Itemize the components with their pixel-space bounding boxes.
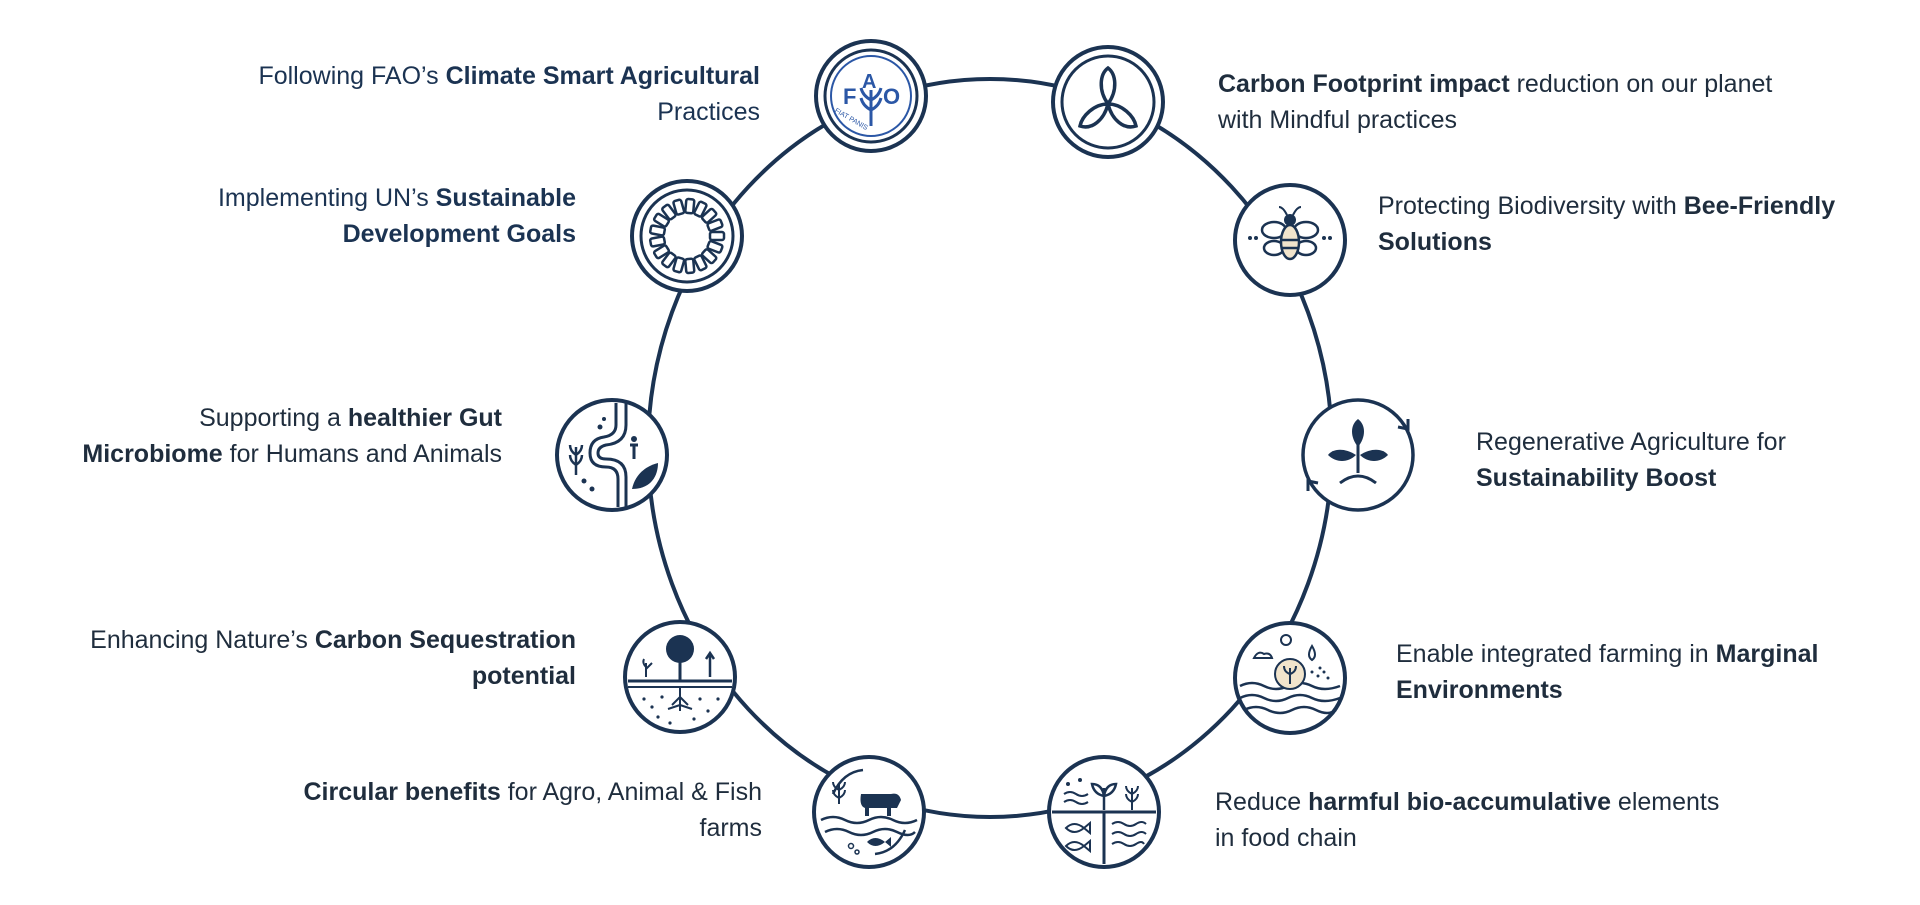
carbon-footprint-node [1050,44,1166,160]
sdg-segment [693,200,708,218]
trefoil-leaf-icon [1051,45,1165,159]
sdg-segment [652,212,671,228]
fao-node: F A O FIAT PANIS [813,38,929,154]
label-fao: Following FAO’s Climate Smart Agricultur… [258,62,760,126]
bioaccumulative-node [1046,754,1162,870]
label-bioaccumulative: Reduce harmful bio-accumulative elements… [1215,788,1720,852]
label-sequestration: Enhancing Nature’s Carbon Sequestration … [90,626,576,690]
marginal-land-icon [1233,621,1347,735]
sdg-segment [706,218,724,233]
sdg-segment [700,248,718,265]
bee-node [1232,182,1348,298]
svg-text:F: F [843,84,856,109]
sdg-segment [684,197,696,215]
label-gut: Supporting a healthier Gut Microbiome fo… [82,404,502,468]
sequestration-node [622,619,738,735]
sdg-segment [648,224,667,237]
gut-microbiome-icon [555,398,669,512]
marginal-node [1232,620,1348,736]
sdg-segment [661,203,677,221]
regenerative-node [1300,397,1416,513]
svg-text:O: O [883,84,900,109]
sdg-segment [706,239,724,254]
sdg-segment [672,256,686,274]
sdg-segment [652,244,671,260]
sdg-segment [708,230,726,242]
sdg-segment [693,254,708,272]
sdg-segment [661,251,677,269]
cow-fish-cycle-icon [812,755,926,869]
sdg-wheel-icon [630,179,744,293]
sdg-segment [700,207,718,224]
sdg-segment [672,198,686,216]
svg-text:A: A [862,71,876,93]
label-regenerative: Regenerative Agriculture for Sustainabil… [1476,428,1786,492]
circular-node [811,754,927,870]
sdg-segment [648,235,667,248]
label-marginal: Enable integrated farming in Marginal En… [1396,640,1819,704]
label-sdg: Implementing UN’s Sustainable Developmen… [217,184,576,248]
fao-logo-icon: F A O FIAT PANIS [814,39,928,153]
plant-fish-water-icon [1047,755,1161,869]
bee-icon [1233,183,1347,297]
sdg-node [629,178,745,294]
label-bee: Protecting Biodiversity with Bee-Friendl… [1378,192,1836,256]
sprout-cycle-icon [1301,398,1415,512]
sdg-segment [684,257,696,275]
label-circular: Circular benefits for Agro, Animal & Fis… [303,778,763,842]
label-carbon-footprint: Carbon Footprint impact reduction on our… [1218,70,1773,134]
gut-node [554,397,670,513]
tree-roots-icon [623,620,737,734]
